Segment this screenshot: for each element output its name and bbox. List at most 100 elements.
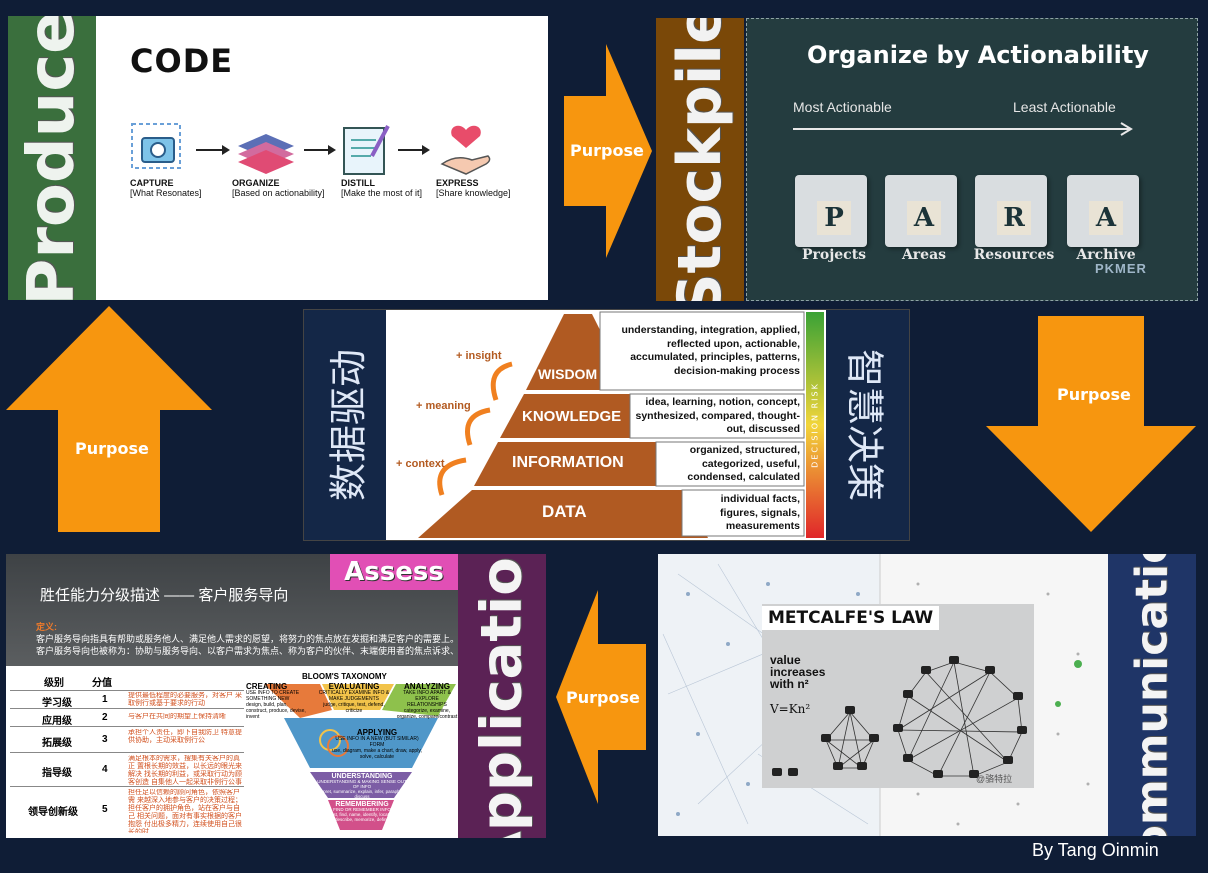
bloom-applying-verbs: use, diagram, make a chart, draw, apply,…	[332, 748, 422, 760]
step-express-sub: [Share knowledge]	[436, 188, 511, 198]
arrow-icon-1	[196, 145, 230, 155]
bloom-creating-title: CREATING	[246, 682, 288, 691]
communication-panel: METCALFE'S LAW value increases with n² V…	[658, 554, 1108, 836]
definition-label: 定义:	[36, 622, 57, 632]
bloom-applying: APPLYING USE INFO IN A NEW (BUT SIMILAR)…	[330, 729, 424, 761]
arrow-icon-2	[304, 145, 336, 155]
row-desc: 担任足以信赖的顾问角色，依照客户需 来越深入地参与客户的决策过程； 担任客户的拥…	[128, 789, 242, 833]
assess-badge: Assess	[330, 554, 458, 590]
purpose-label-top: Purpose	[570, 141, 644, 160]
table-row: 指导级 4 满足根本的需求，搜集有关客户的真正 置根长期的效益，以长远的眼光来解…	[10, 752, 248, 787]
competency-table: 级别 分值 学习级 1 提供最低程度的必要服务，对客户 采取例行或基于要求的行动…	[10, 672, 248, 838]
most-actionable-label: Most Actionable	[793, 99, 892, 115]
purpose-label-right: Purpose	[1057, 385, 1131, 404]
step-express-title: EXPRESS	[436, 178, 479, 188]
step-express: EXPRESS [Share knowledge]	[436, 178, 536, 198]
bloom-remembering-title: REMEMBERING	[335, 801, 389, 808]
application-title: 胜任能力分级描述 —— 客户服务导向	[40, 587, 289, 604]
metcalfe-formula: V=Kn²	[770, 702, 811, 716]
actionability-arrow	[793, 122, 1133, 136]
row-score: 1	[102, 694, 108, 705]
dikw-right-bar: 智慧决策	[826, 310, 909, 540]
row-level: 指导级	[42, 768, 72, 779]
note-insight: + insight	[456, 350, 502, 362]
purpose-arrow-up	[6, 306, 212, 532]
communication-side-bar: Communication	[1108, 554, 1196, 836]
note-meaning: + meaning	[416, 400, 471, 412]
code-steps-icons	[131, 123, 491, 175]
para-panel: Organize by Actionability Most Actionabl…	[746, 18, 1198, 301]
bloom-understanding-title: UNDERSTANDING	[331, 773, 393, 780]
application-panel: 胜任能力分级描述 —— 客户服务导向 定义: 客户服务导向指具有帮助或服务他人、…	[6, 554, 458, 838]
code-heading: CODE	[130, 42, 234, 80]
produce-side-bar: Produce	[8, 16, 96, 300]
decision-risk-label-wrap: DECISION RISK	[806, 312, 824, 538]
desc-wisdom: understanding, integration, applied, ref…	[621, 324, 800, 377]
row-level: 领导创新级	[28, 807, 78, 818]
desc-information: organized, structured, categorized, usef…	[687, 444, 800, 483]
para-label-resources: Resources	[973, 247, 1055, 263]
express-icon	[440, 125, 491, 175]
para-label-areas: Areas	[901, 247, 947, 263]
bloom-analyzing-sub: TAKE INFO APART & EXPLORE RELATIONSHIPS	[403, 690, 451, 708]
decision-risk-bar	[806, 312, 824, 538]
purpose-arrow-left	[556, 590, 646, 804]
level-information: INFORMATION	[512, 454, 624, 471]
purpose-arrow-down	[986, 316, 1196, 532]
row-desc: 提供最低程度的必要服务，对客户 采取例行或基于要求的行动	[128, 692, 242, 707]
bloom-remembering-verbs: list, find, name, identify, locate, desc…	[331, 812, 393, 822]
dikw-right-label: 智慧决策	[842, 348, 886, 502]
row-score: 2	[102, 712, 108, 723]
metcalfe-watermark: @骆特拉	[976, 774, 1013, 784]
row-desc: 与客户在共同的期望上保持清晰	[128, 713, 226, 720]
level-knowledge: KNOWLEDGE	[522, 408, 622, 425]
bloom-remembering: REMEMBERING FIND OR REMEMBER INFO list, …	[326, 801, 398, 822]
para-label-archive: Archive	[1076, 247, 1136, 263]
organize-icon	[238, 134, 294, 174]
para-letter-r: R	[997, 201, 1031, 235]
bloom-title: BLOOM'S TAXONOMY	[302, 672, 387, 681]
bloom-taxonomy: BLOOM'S TAXONOMY CREATING USE INFO TO CR…	[244, 668, 458, 838]
stockpile-label: Stockpile	[665, 18, 735, 301]
decision-risk-label: DECISION RISK	[810, 382, 820, 468]
bloom-evaluating-sub: CRITICALLY EXAMINE INFO & MAKE JUDGEMENT…	[318, 690, 390, 702]
para-letter-p: P	[817, 201, 851, 235]
metcalfe-card: METCALFE'S LAW value increases with n² V…	[762, 604, 1034, 788]
table-row: 拓展级 3 承担个人责任，即下自我防卫 特意提供协助，主动采取例行公	[10, 726, 248, 753]
note-context: + context	[396, 458, 445, 470]
step-organize-sub: [Based on actionability]	[232, 188, 325, 198]
bloom-understanding-verbs: interpret, summarize, explain, infer, pa…	[314, 789, 410, 799]
communication-label: Communication	[1126, 554, 1178, 836]
desc-data: individual facts, figures, signals, meas…	[720, 493, 800, 532]
bloom-pyramid	[264, 684, 456, 830]
step-distill-title: DISTILL	[341, 178, 375, 188]
row-level: 应用级	[42, 716, 72, 727]
row-level: 学习级	[42, 698, 72, 709]
para-letter-a: A	[907, 201, 941, 235]
data-layer	[418, 490, 708, 538]
level-wisdom: WISDOM	[538, 366, 598, 382]
produce-label: Produce	[15, 16, 89, 300]
table-header-score: 分值	[92, 678, 112, 689]
bloom-creating-verbs: design, build, plan, construct, produce,…	[246, 702, 306, 720]
step-capture-sub: [What Resonates]	[130, 188, 202, 198]
table-row: 应用级 2 与客户在共同的期望上保持清晰	[10, 708, 248, 727]
bloom-understanding-sub: UNDERSTANDING & MAKING SENSE OUT OF INFO	[317, 779, 407, 789]
purpose-label-bottom: Purpose	[566, 688, 640, 707]
para-heading: Organize by Actionability	[807, 41, 1149, 69]
purpose-arrow-right-top	[564, 44, 652, 258]
purpose-label-left: Purpose	[75, 439, 149, 458]
row-score: 3	[102, 734, 108, 745]
bloom-evaluating-verbs: judge, critique, test, defend, criticize	[323, 702, 385, 714]
step-organize-title: ORGANIZE	[232, 178, 280, 188]
bloom-evaluating: EVALUATING CRITICALLY EXAMINE INFO & MAK…	[318, 683, 390, 715]
table-row: 领导创新级 5 担任足以信赖的顾问角色，依照客户需 来越深入地参与客户的决策过程…	[10, 786, 248, 835]
definition-line2: 客户服务导向也被称为：协助与服务导向、以客户需求为焦点、称为客户的伙伴、末端使用…	[36, 646, 456, 656]
table-header-level: 级别	[44, 678, 64, 689]
capture-icon	[131, 123, 181, 169]
para-label-projects: Projects	[801, 247, 867, 263]
level-data: DATA	[542, 502, 587, 521]
step-capture: CAPTURE [What Resonates]	[130, 178, 220, 198]
information-layer	[474, 442, 682, 486]
desc-knowledge: idea, learning, notion, concept, synthes…	[635, 396, 800, 435]
